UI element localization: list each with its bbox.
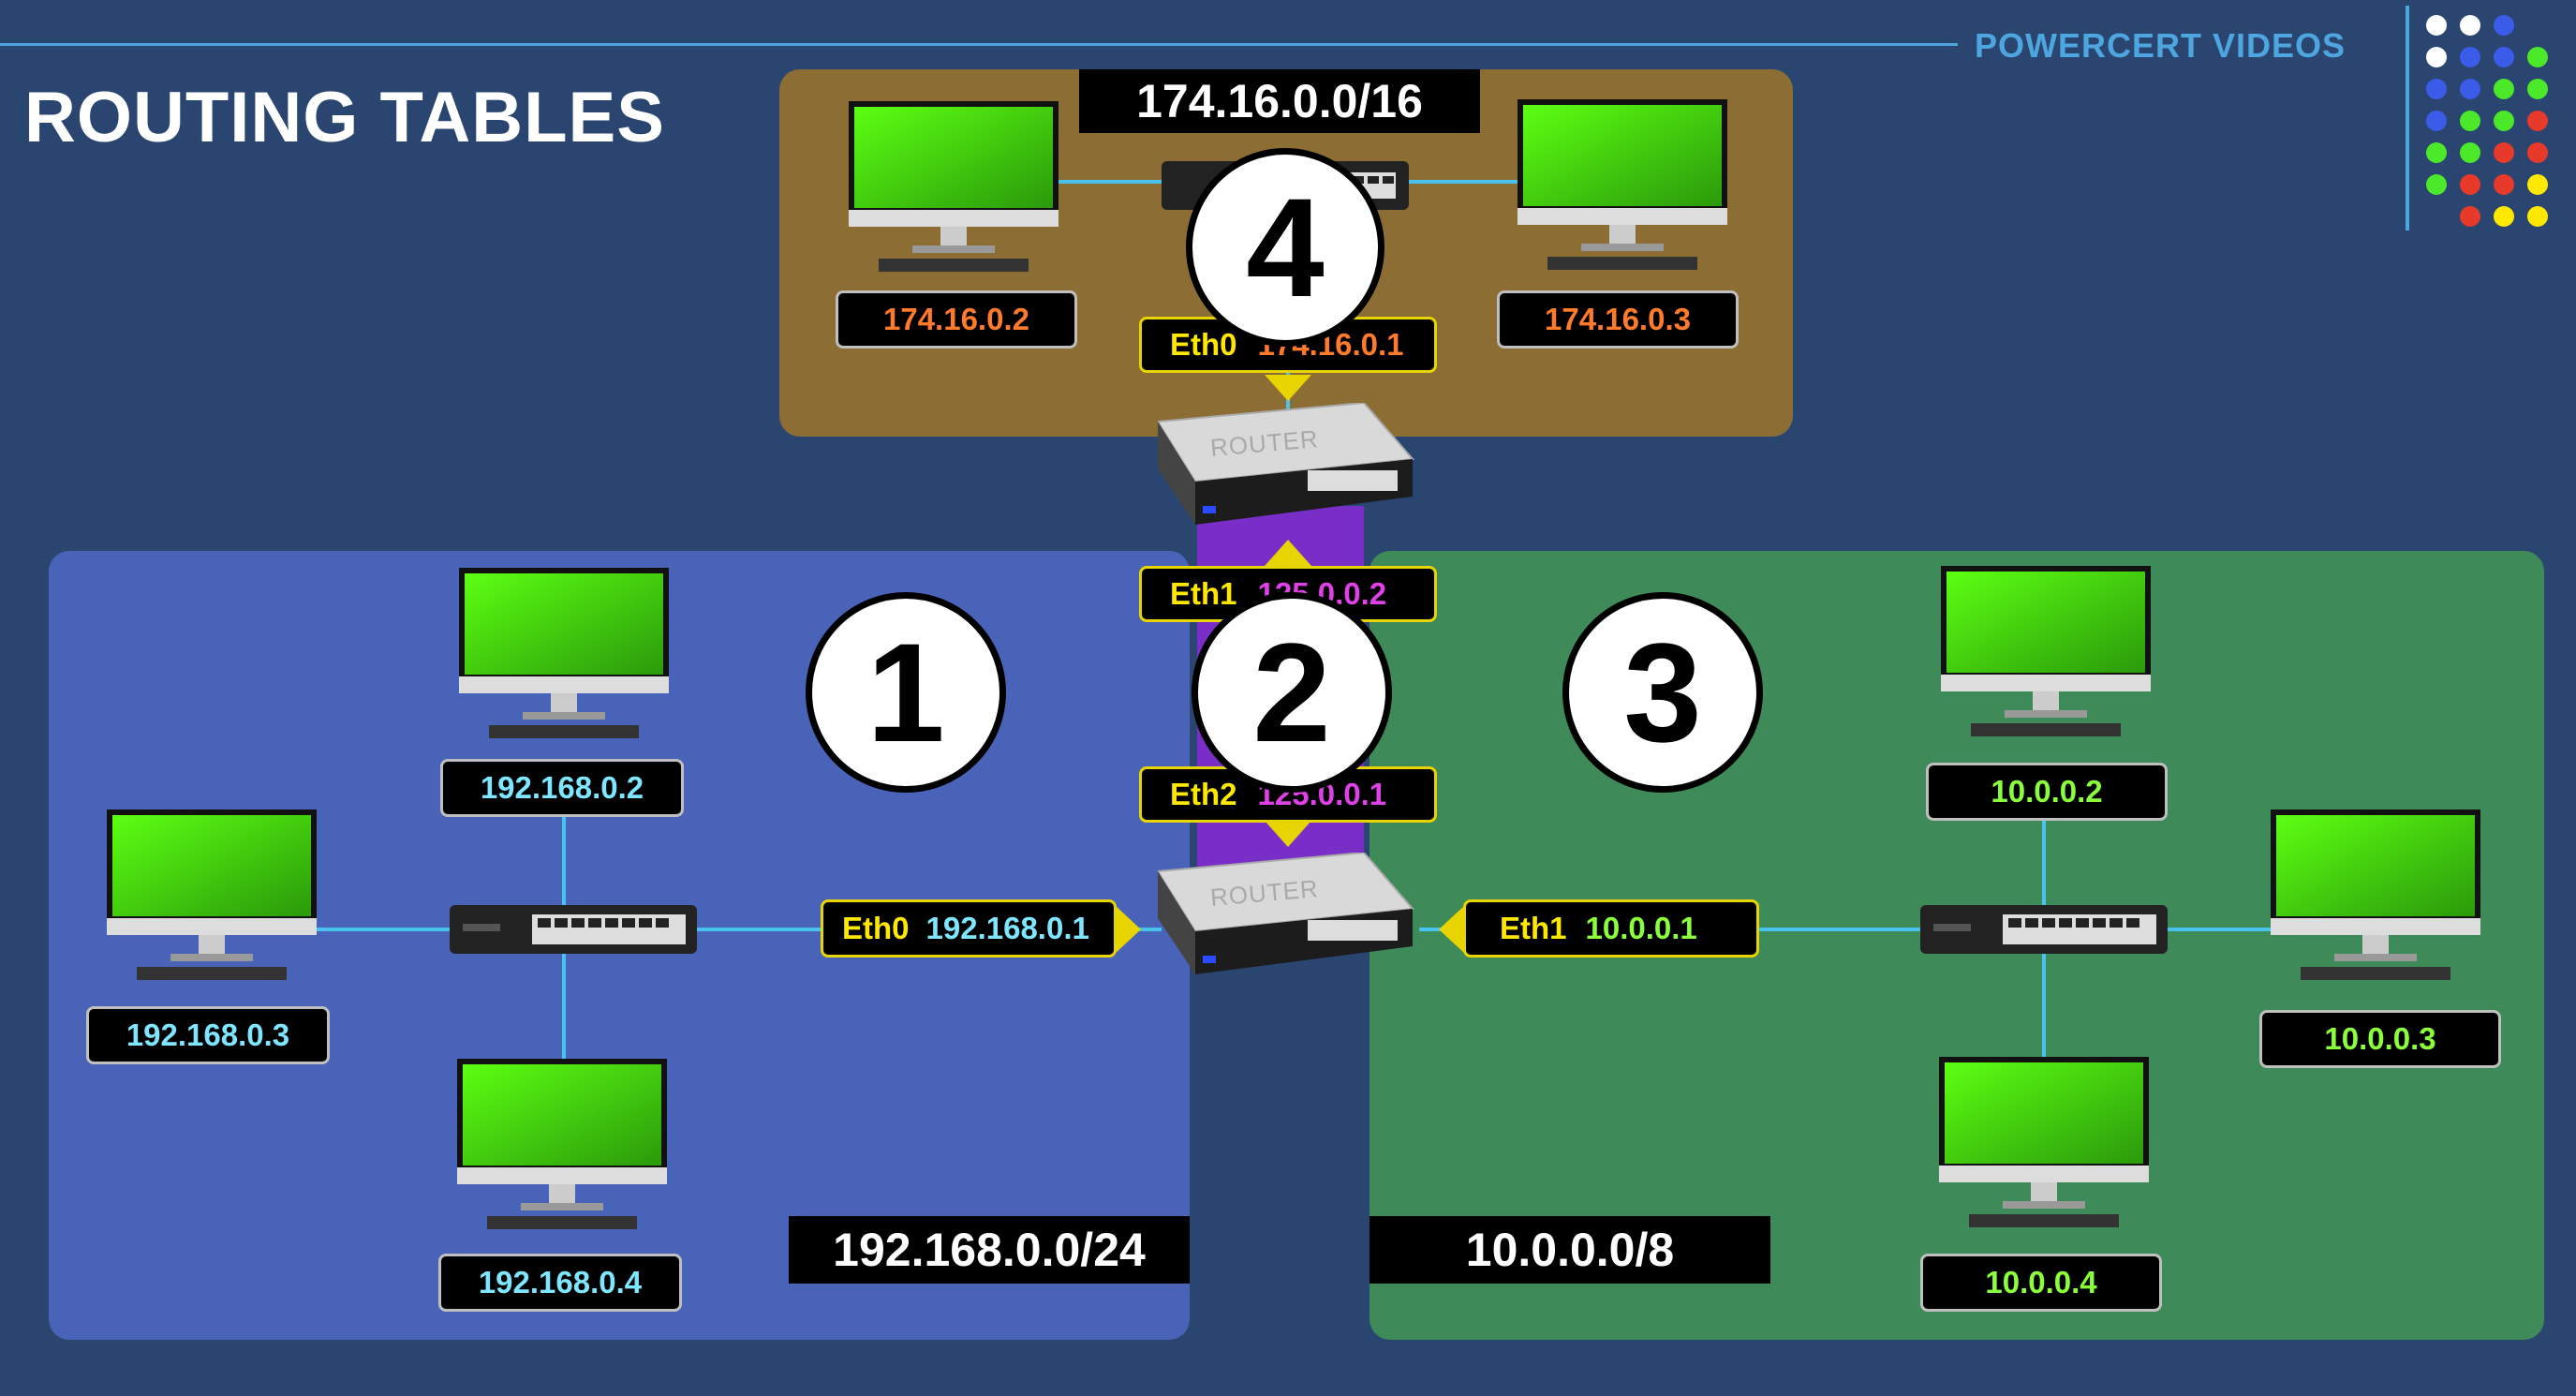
- network-3-number: 3: [1562, 592, 1763, 793]
- host-ip-label: 10.0.0.4: [1920, 1254, 2162, 1312]
- computer-monitor-icon: [1941, 566, 2151, 736]
- network-switch-icon: [1920, 905, 2168, 954]
- computer-monitor-icon: [1517, 99, 1727, 270]
- host-ip-label: 192.168.0.2: [440, 759, 684, 817]
- host-ip-label: 192.168.0.3: [86, 1006, 330, 1064]
- computer-monitor-icon: [849, 101, 1059, 272]
- page-title: ROUTING TABLES: [24, 78, 665, 157]
- router-bottom-eth1-label: Eth1 10.0.0.1: [1463, 899, 1759, 958]
- network-4-subnet: 174.16.0.0/16: [1079, 69, 1480, 133]
- host-ip-label: 10.0.0.3: [2259, 1010, 2501, 1068]
- router-icon: [1158, 853, 1415, 974]
- computer-monitor-icon: [2271, 809, 2480, 980]
- header-line: [0, 43, 1958, 46]
- host-ip-label: 174.16.0.3: [1497, 290, 1739, 349]
- host-ip-label: 10.0.0.2: [1926, 763, 2168, 821]
- computer-monitor-icon: [457, 1059, 667, 1229]
- brand-dots-logo: [2426, 15, 2576, 230]
- host-ip-label: 192.168.0.4: [438, 1254, 682, 1312]
- network-4-number: 4: [1186, 148, 1384, 347]
- router-bottom-eth0-label: Eth0 192.168.0.1: [821, 899, 1117, 958]
- brand-name: POWERCERT VIDEOS: [1975, 26, 2347, 65]
- network-3-subnet: 10.0.0.0/8: [1369, 1216, 1770, 1284]
- brand-divider: [2406, 6, 2409, 230]
- host-ip-label: 174.16.0.2: [836, 290, 1077, 349]
- network-2-number: 2: [1192, 592, 1392, 793]
- router-icon: [1158, 403, 1415, 525]
- network-switch-icon: [450, 905, 697, 954]
- network-1-number: 1: [806, 592, 1006, 793]
- computer-monitor-icon: [459, 568, 669, 738]
- network-1-subnet: 192.168.0.0/24: [789, 1216, 1190, 1284]
- computer-monitor-icon: [1939, 1057, 2149, 1227]
- computer-monitor-icon: [107, 809, 317, 980]
